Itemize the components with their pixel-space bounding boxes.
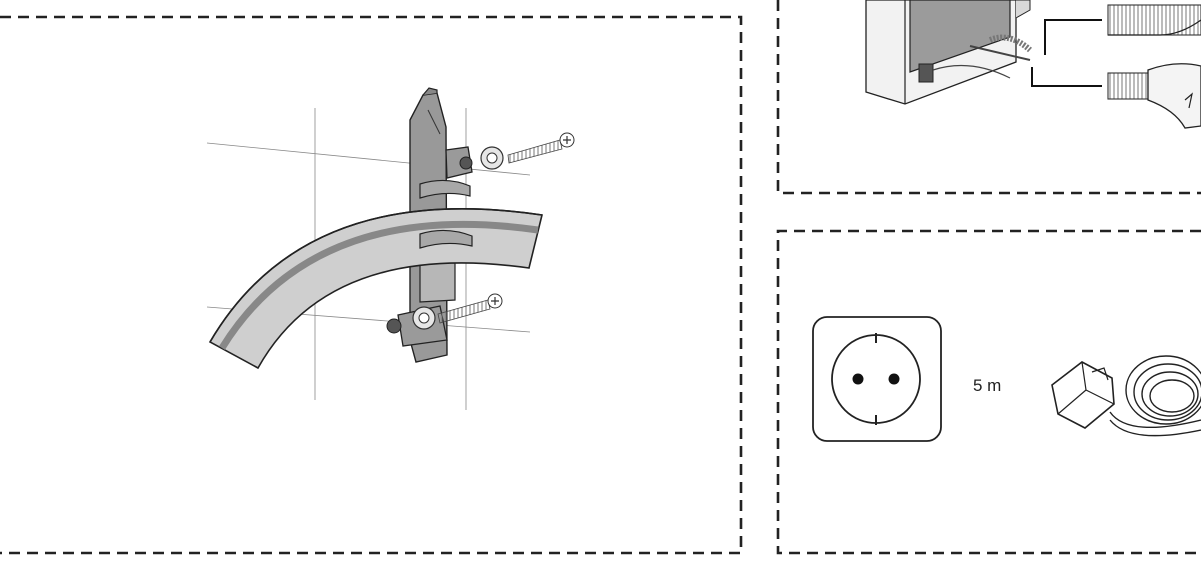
panel-border-hose-clip	[0, 15, 743, 555]
drain-hose	[969, 45, 1031, 61]
socket-hole-left	[852, 373, 864, 385]
hose-end-top	[1107, 4, 1201, 36]
side-plug	[918, 63, 934, 83]
socket-face	[831, 334, 921, 424]
panel-border-connection	[776, 0, 1201, 195]
hose-end-bottom	[1107, 63, 1201, 129]
power-cable-illustration	[1051, 355, 1201, 437]
screw-bottom	[386, 293, 503, 334]
appliance-connection-illustration	[865, 0, 1201, 129]
screw-top	[459, 132, 575, 170]
power-socket-illustration	[812, 316, 942, 442]
hose-clip-illustration	[206, 87, 575, 410]
water-hose	[988, 34, 1033, 53]
cable-length-label: 5 m	[973, 376, 1002, 395]
panel-border-power-socket	[776, 229, 1201, 555]
socket-hole-right	[888, 373, 900, 385]
